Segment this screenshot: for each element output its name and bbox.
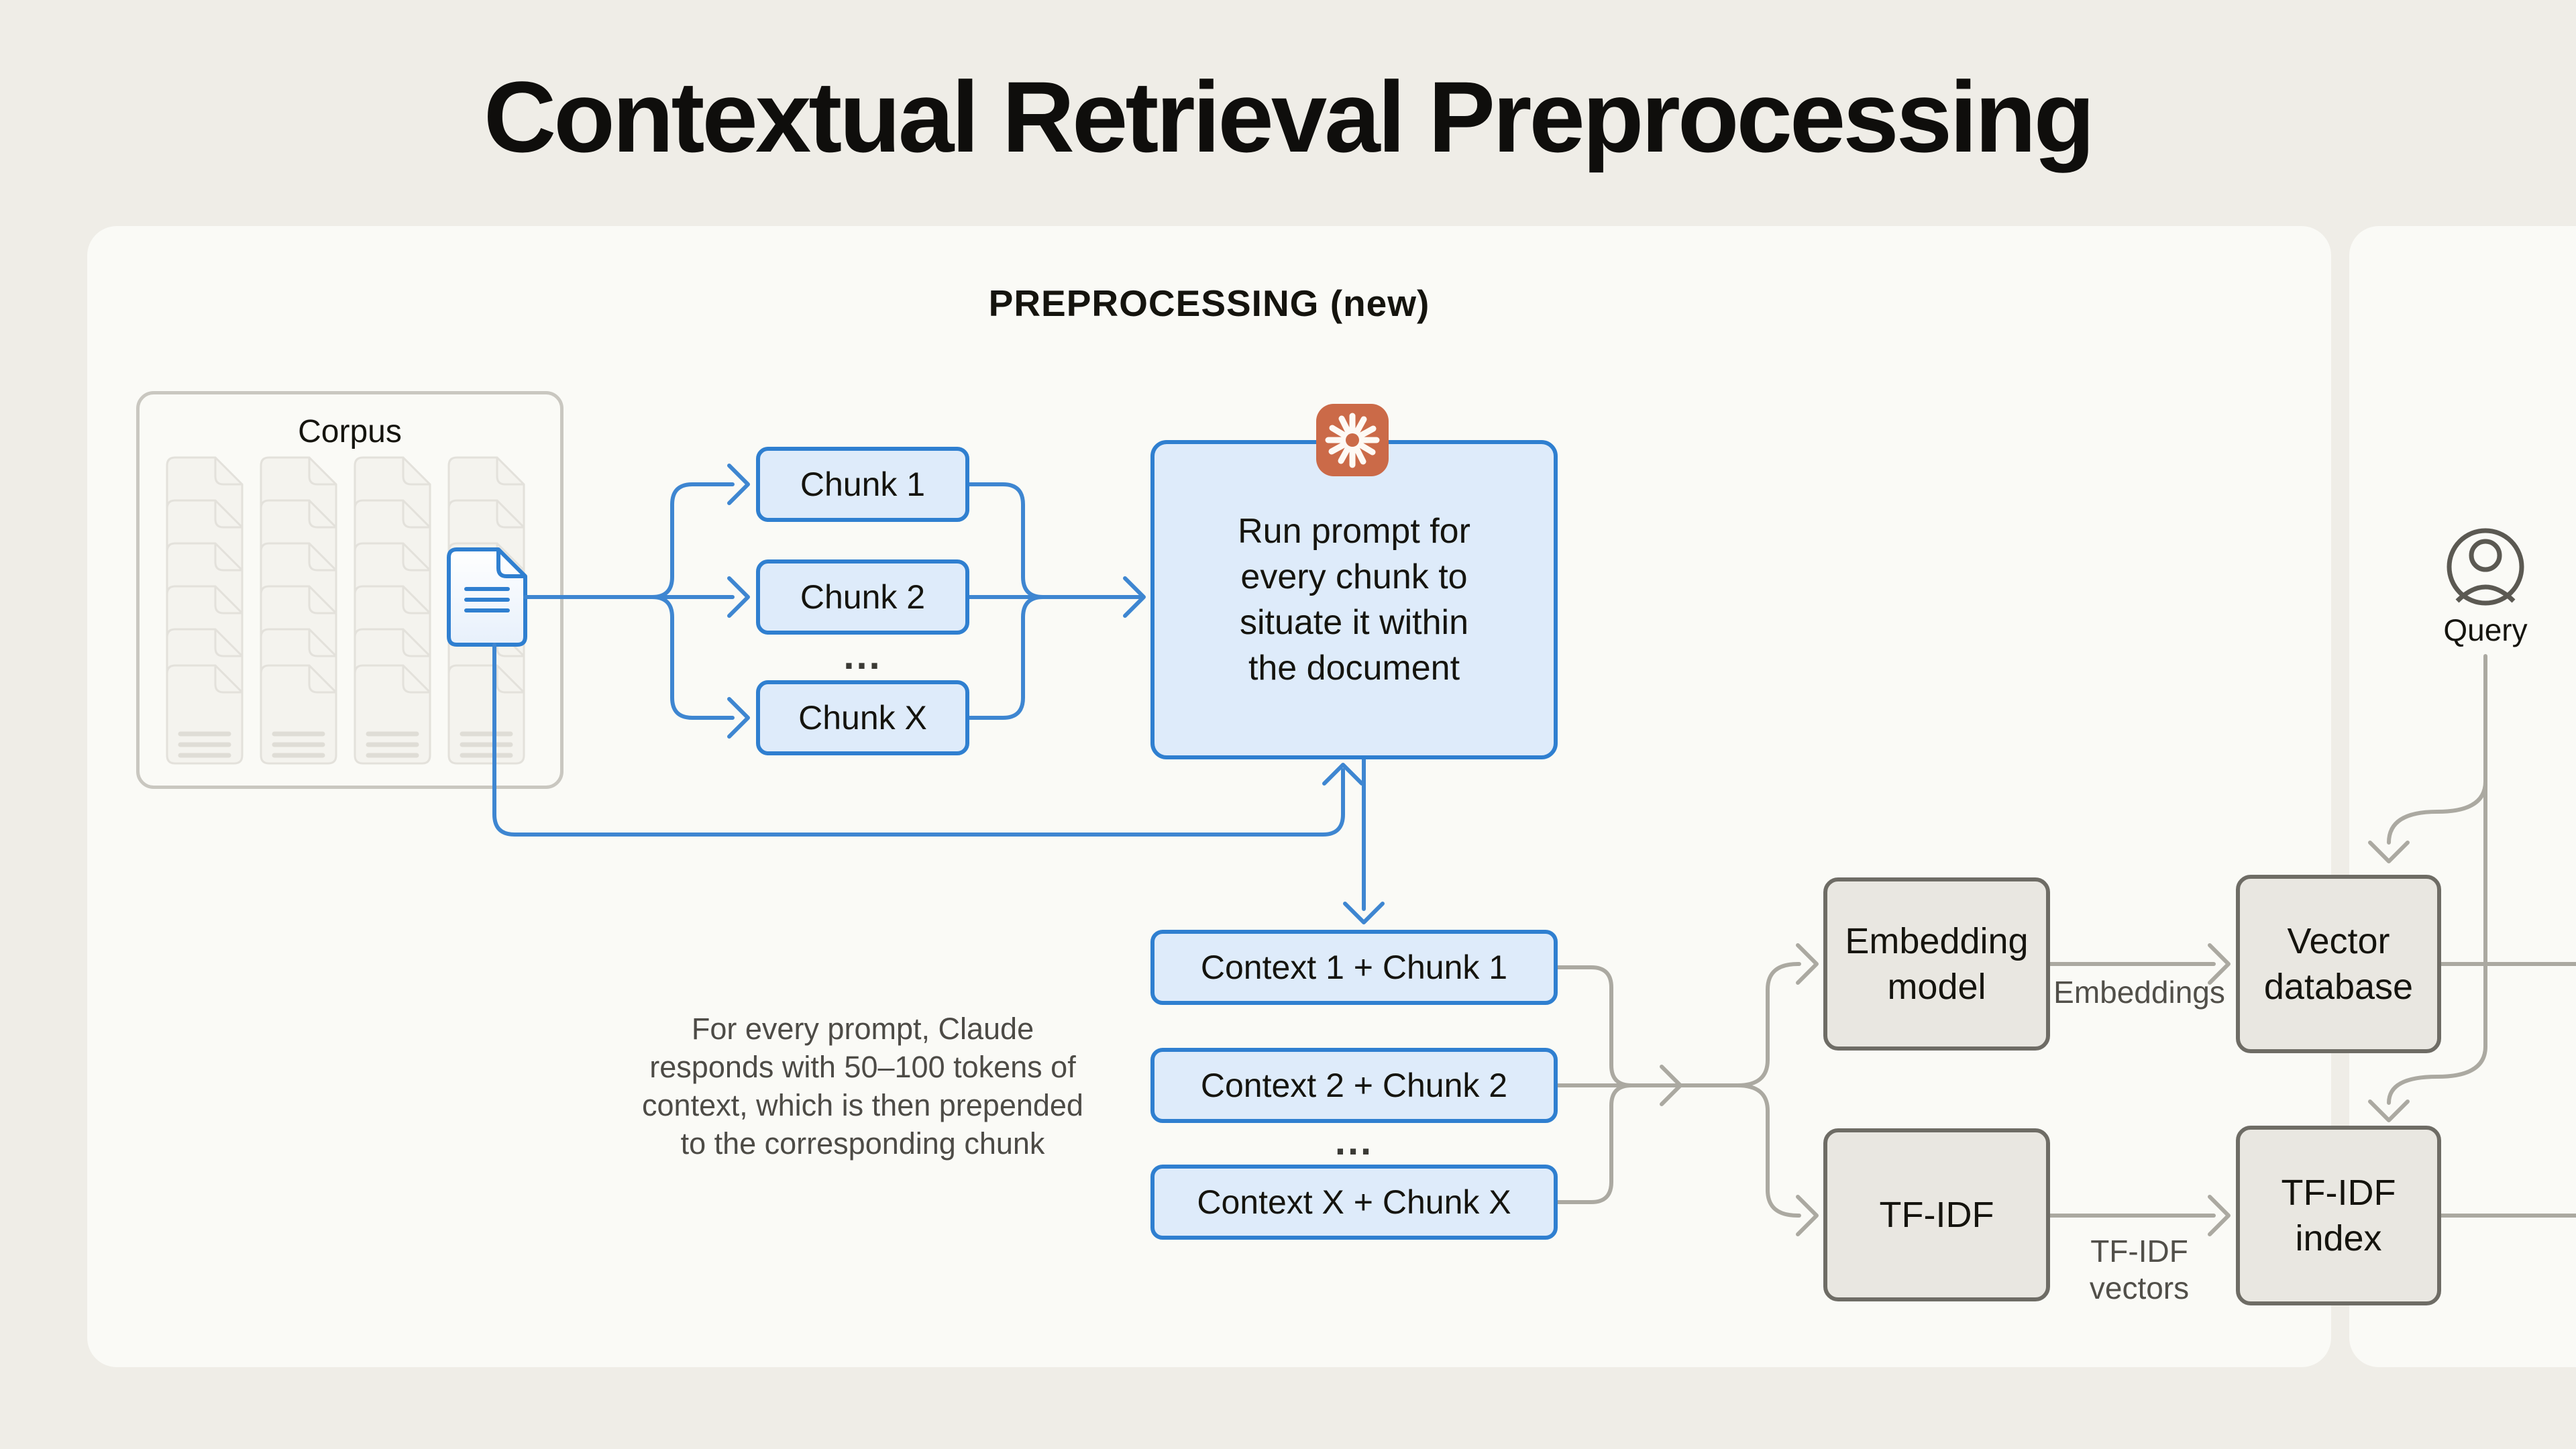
- note-line: For every prompt, Claude: [691, 1012, 1034, 1046]
- run-prompt-line: the document: [1248, 649, 1460, 688]
- tfidf-index-box: TF-IDF index: [2236, 1126, 2441, 1305]
- tfidf-vectors-line: vectors: [2089, 1271, 2190, 1305]
- context-x-box: Context X + Chunk X: [1150, 1165, 1558, 1240]
- embeddings-wire-label: Embeddings: [2053, 975, 2225, 1010]
- page-title: Contextual Retrieval Preprocessing: [483, 60, 2095, 173]
- run-prompt-line: every chunk to: [1240, 557, 1468, 596]
- contexts-ellipsis: ...: [1334, 1120, 1374, 1163]
- blue-connectors: [492, 464, 1385, 924]
- note-line: responds with 50–100 tokens of: [649, 1050, 1076, 1084]
- run-prompt-line: situate it within: [1239, 603, 1469, 642]
- tfidf-vectors-wire-label: TF-IDF vectors: [2050, 1233, 2229, 1307]
- context-1-box: Context 1 + Chunk 1: [1150, 930, 1558, 1005]
- chunk-1-box: Chunk 1: [756, 447, 969, 522]
- embedding-model-box: Embedding model: [1823, 877, 2050, 1051]
- vector-database-box: Vector database: [2236, 875, 2441, 1053]
- chunks-ellipsis: ...: [843, 634, 882, 678]
- tfidf-box: TF-IDF: [1823, 1128, 2050, 1301]
- corpus-label: Corpus: [298, 414, 402, 449]
- query-label: Query: [2443, 612, 2528, 647]
- context-note: For every prompt, Claude responds with 5…: [594, 1010, 1131, 1163]
- preprocessing-heading: PREPROCESSING (new): [988, 282, 1430, 324]
- document-icon: [447, 547, 527, 647]
- note-line: to the corresponding chunk: [680, 1126, 1045, 1161]
- run-prompt-line: Run prompt for: [1238, 512, 1470, 551]
- corpus-box: [136, 391, 564, 789]
- chunk-2-box: Chunk 2: [756, 559, 969, 635]
- tfidf-vectors-line: TF-IDF: [2090, 1234, 2188, 1269]
- context-2-box: Context 2 + Chunk 2: [1150, 1048, 1558, 1123]
- claude-starburst-icon: [1316, 404, 1389, 476]
- gray-connectors: [1556, 654, 2576, 1236]
- chunk-x-box: Chunk X: [756, 680, 969, 755]
- note-line: context, which is then prepended: [642, 1088, 1083, 1122]
- run-prompt-box: Run prompt for every chunk to situate it…: [1150, 440, 1558, 759]
- starburst-glyph: [1325, 413, 1380, 468]
- person-icon: [2447, 528, 2524, 606]
